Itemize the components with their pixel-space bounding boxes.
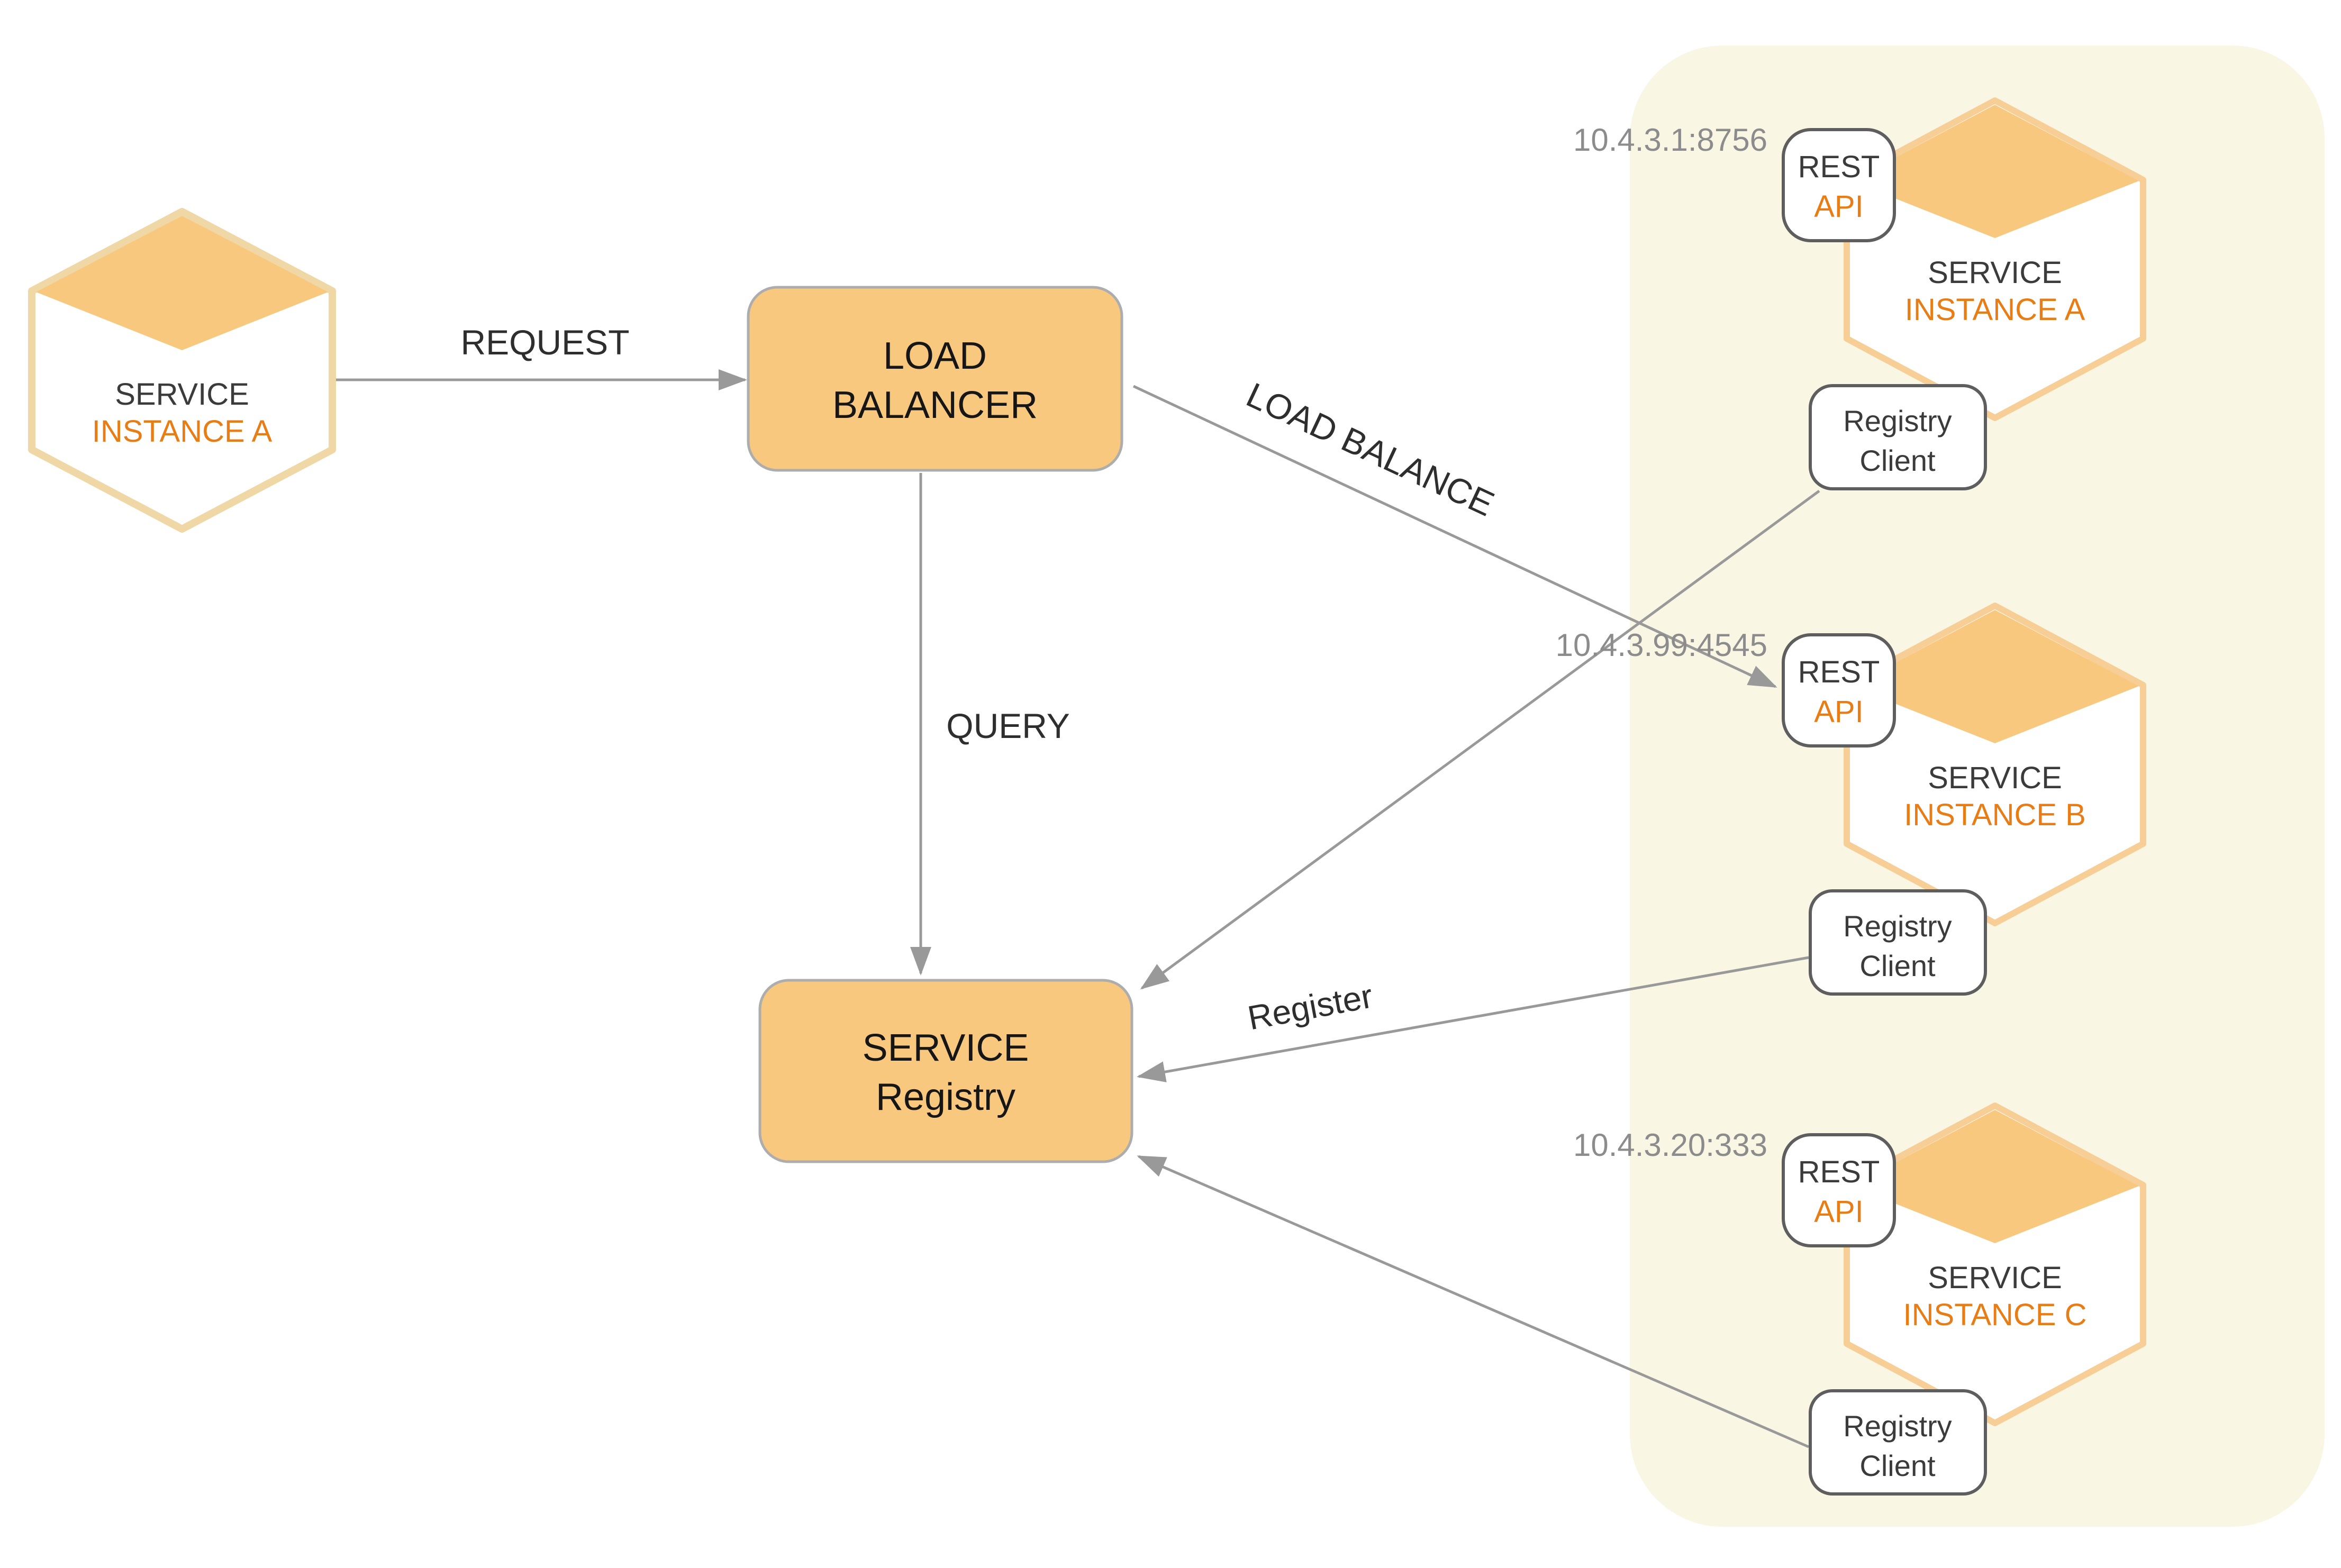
consumer-service-node: SERVICE INSTANCE A [28,208,336,533]
instance-b-rest-label: REST [1798,655,1880,689]
service-registry-box [758,979,1133,1163]
instance-b-instance-label: INSTANCE B [1904,798,2086,832]
service-instance-c-group: 10.4.3.20:333 SERVICE INSTANCE C REST AP… [1573,1102,2146,1496]
instance-b-service-label: SERVICE [1928,761,2062,795]
service-instance-b-group: 10.4.3.99:4545 SERVICE INSTANCE B REST A… [1556,603,2146,996]
instance-a-registry-client-box [1809,384,1987,490]
instance-b-registry-client-line1: Registry [1843,909,1952,943]
register-label: Register [1245,977,1375,1037]
registry-client-c-register-arrow [1137,1155,1809,1448]
instance-c-ip: 10.4.3.20:333 [1573,1127,1767,1163]
instance-c-rest-label: REST [1798,1155,1880,1189]
instance-a-registry-client-line2: Client [1859,444,1936,477]
service-registry-label-line2: Registry [876,1076,1015,1118]
instance-c-registry-client-line1: Registry [1843,1409,1952,1443]
instance-b-registry-client-line2: Client [1859,949,1936,982]
instance-a-rest-label: REST [1798,150,1880,184]
instance-c-service-label: SERVICE [1928,1261,2062,1295]
instance-b-registry-client-box [1809,889,1987,996]
service-registry-node: SERVICE Registry [758,979,1133,1163]
service-registry-label-line1: SERVICE [863,1027,1029,1069]
query-label: QUERY [946,706,1070,745]
instance-a-instance-label: INSTANCE A [1905,293,2085,327]
instance-a-rest-api-box [1782,128,1896,242]
instance-c-hexagon-top-face [1851,1110,2139,1243]
instance-c-rest-api-box [1782,1133,1896,1247]
instance-b-api-label: API [1814,695,1864,729]
consumer-hexagon-top-face [36,216,328,350]
instance-c-registry-client-box [1809,1389,1987,1496]
load-balance-label: LOAD BALANCE [1241,375,1500,524]
instance-a-service-label: SERVICE [1928,256,2062,290]
instance-c-registry-client-line2: Client [1859,1449,1936,1482]
load-balancer-label-line1: LOAD [883,335,987,377]
load-balancer-box [747,286,1123,472]
instance-b-hexagon-top-face [1851,610,2139,743]
registry-client-a-register-arrow [1140,489,1820,990]
instance-b-ip: 10.4.3.99:4545 [1556,627,1767,663]
load-balancer-label-line2: BALANCER [832,384,1038,426]
instance-a-api-label: API [1814,189,1864,224]
instance-a-hexagon-top-face [1851,105,2139,238]
instance-c-api-label: API [1814,1195,1864,1229]
load-balance-arrow [1132,385,1777,688]
registry-client-b-register-arrow [1137,956,1809,1082]
consumer-service-label: SERVICE [115,377,249,412]
consumer-instance-label: INSTANCE A [92,414,273,449]
instance-c-instance-label: INSTANCE C [1903,1298,2087,1332]
instance-b-rest-api-box [1782,633,1896,747]
instance-a-registry-client-line1: Registry [1843,404,1952,437]
instance-a-ip: 10.4.3.1:8756 [1573,122,1767,158]
load-balancer-node: LOAD BALANCER [747,286,1123,472]
request-label: REQUEST [460,323,629,362]
service-instance-a-group: 10.4.3.1:8756 SERVICE INSTANCE A REST AP… [1573,97,2146,490]
